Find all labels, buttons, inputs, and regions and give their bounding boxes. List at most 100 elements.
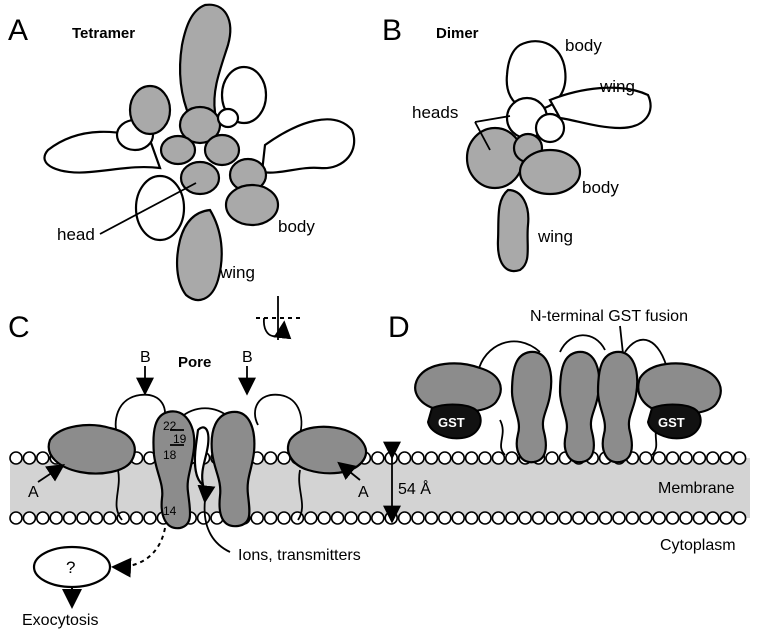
- loop-right: [254, 393, 303, 441]
- lipid-bead: [397, 511, 412, 525]
- lipid-bead: [143, 511, 157, 525]
- ion-flow-arrow: [197, 484, 231, 553]
- dimer-head-white-2: [534, 112, 566, 144]
- panel-d-gst-fusion: D N-terminal GST fusion GST GST Membrane…: [388, 308, 736, 554]
- tetramer-wing-bottom: [175, 208, 223, 302]
- dimer-head-grey-left: [465, 126, 525, 190]
- dimer-wing-bottom: [496, 188, 530, 273]
- lipid-bead: [719, 451, 734, 465]
- lipid-bead: [451, 451, 466, 465]
- lipid-bead: [424, 511, 439, 525]
- marker-b-right: B: [242, 349, 253, 366]
- residue-label-22: 22: [163, 419, 177, 433]
- panel-b-letter: B: [382, 14, 402, 47]
- ions-label: Ions, transmitters: [238, 547, 361, 564]
- lipid-bead: [732, 511, 747, 525]
- lipid-bead: [625, 511, 640, 525]
- pore-subunit-right: [210, 410, 256, 528]
- tetramer-body-grey-left: [128, 84, 172, 136]
- fusion-label: N-terminal GST fusion: [530, 308, 688, 325]
- pore-channel-white: [193, 426, 210, 488]
- lipid-bead: [478, 451, 492, 465]
- side-protein-left: [47, 424, 136, 475]
- lipid-bead: [478, 511, 492, 525]
- lipid-bead: [397, 451, 412, 465]
- dimer-wing-top: [548, 86, 652, 130]
- lipid-bead: [370, 511, 385, 525]
- arrow-a-left: [37, 464, 65, 483]
- tetramer-head-2: [159, 134, 197, 166]
- d-subunit-1: [510, 350, 553, 464]
- d-loop-3: [624, 338, 669, 373]
- lipid-bead: [263, 451, 278, 465]
- lipid-bead: [464, 511, 479, 525]
- tetramer-head-white-small: [216, 107, 240, 129]
- d-side-protein-right: [637, 362, 722, 415]
- lipid-bead: [504, 511, 519, 525]
- lipid-bead: [317, 511, 332, 525]
- lipid-bead: [196, 511, 211, 525]
- lipid-bead: [35, 451, 50, 465]
- dimer-label-body-top: body: [565, 36, 602, 55]
- arrow-to-unknown: [111, 527, 166, 578]
- lipid-bead: [89, 511, 104, 525]
- exocytosis-label: Exocytosis: [22, 612, 98, 629]
- lipid-bead: [277, 511, 291, 525]
- unknown-effector-oval: [32, 545, 112, 589]
- lipid-bead: [491, 511, 506, 525]
- panel-a-title: Tetramer: [72, 25, 135, 42]
- lipid-bead: [9, 451, 23, 465]
- tether-left: [115, 469, 123, 521]
- lipid-bead: [411, 511, 425, 525]
- lipid-bead: [344, 511, 358, 525]
- pore-subunit-left: [152, 410, 196, 530]
- lipid-bead: [464, 451, 479, 465]
- lipid-bead: [22, 451, 37, 465]
- marker-b-left: B: [140, 349, 151, 366]
- lipid-bead: [638, 511, 653, 525]
- lipid-bead: [719, 511, 734, 525]
- tetramer-body-white-bottom: [134, 174, 186, 242]
- lipid-bead: [705, 451, 720, 465]
- tetramer-head-leader: [99, 182, 197, 235]
- panel-c-letter: C: [8, 311, 30, 344]
- lipid-bead: [612, 511, 626, 525]
- pore-label: Pore: [178, 354, 211, 371]
- lipid-bead: [424, 451, 439, 465]
- tetramer-label-body: body: [278, 217, 315, 236]
- lipid-bead: [638, 451, 653, 465]
- d-side-protein-left: [414, 362, 502, 413]
- membrane-thickness-label: 54 Å: [398, 479, 431, 498]
- lipid-bead: [451, 511, 466, 525]
- dimer-heads-leader: [474, 115, 511, 151]
- lipid-bead: [545, 451, 559, 465]
- lipid-bead: [679, 511, 693, 525]
- unknown-effector-mark: ?: [66, 558, 75, 577]
- lipid-bead: [62, 511, 77, 525]
- lipid-bead: [303, 511, 318, 525]
- tether-right: [297, 469, 303, 521]
- lipid-bead: [330, 511, 345, 525]
- lipid-bead: [652, 511, 667, 525]
- lipid-bead: [598, 511, 613, 525]
- lipid-bead: [665, 451, 680, 465]
- panel-b-dimer: B Dimer body wing heads body wing: [382, 14, 652, 273]
- tetramer-label-wing: wing: [219, 263, 255, 282]
- cytoplasm-label: Cytoplasm: [660, 537, 736, 554]
- side-protein-right: [286, 425, 368, 475]
- d-subunit-3: [596, 350, 639, 464]
- dimer-body-grey: [518, 148, 582, 196]
- panel-b-title: Dimer: [436, 25, 479, 42]
- panel-a-tetramer: A Tetramer head body wing: [8, 3, 356, 302]
- lipid-bead: [76, 511, 90, 525]
- dimer-label-wing-top: wing: [599, 77, 635, 96]
- d-tether-left: [499, 419, 506, 456]
- panel-a-letter: A: [8, 14, 28, 47]
- marker-a-left: A: [28, 484, 39, 501]
- lipid-bead: [692, 511, 707, 525]
- tetramer-head-4: [179, 160, 221, 196]
- lipid-bead: [692, 451, 707, 465]
- panel-d-letter: D: [388, 311, 410, 344]
- residue-dividers: [170, 429, 184, 446]
